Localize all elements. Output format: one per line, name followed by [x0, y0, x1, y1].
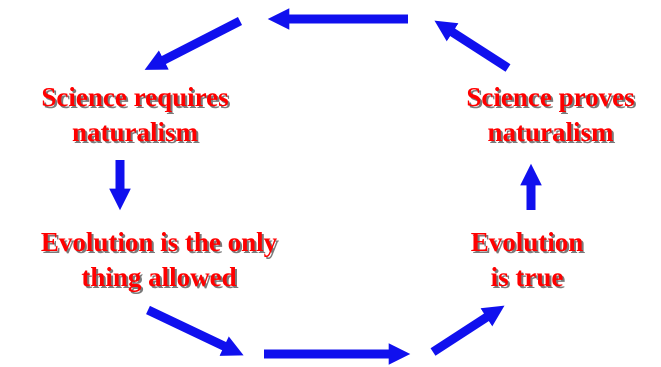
arrow-upper-right-diagonal [434, 20, 511, 72]
node-science-requires-naturalism: Science requires naturalism [0, 80, 270, 150]
arrow-upper-left-diagonal [144, 16, 243, 70]
arrow-lower-left-diagonal [146, 305, 244, 356]
node-label-line: naturalism [71, 117, 198, 147]
node-evolution-is-true: Evolution is true [432, 225, 622, 295]
node-label-line: is true [490, 262, 564, 292]
node-label-line: thing allowed [81, 262, 237, 292]
node-label-line: Science requires [41, 82, 229, 112]
node-label-line: Science proves [466, 82, 635, 112]
node-evolution-only-thing-allowed: Evolution is the only thing allowed [0, 225, 318, 295]
node-label-line: Evolution [470, 227, 584, 257]
node-science-proves-naturalism: Science proves naturalism [440, 80, 661, 150]
node-label-line: naturalism [487, 117, 614, 147]
arrow-lower-right-diagonal [430, 305, 505, 356]
node-label-line: Evolution is the only [40, 227, 278, 257]
